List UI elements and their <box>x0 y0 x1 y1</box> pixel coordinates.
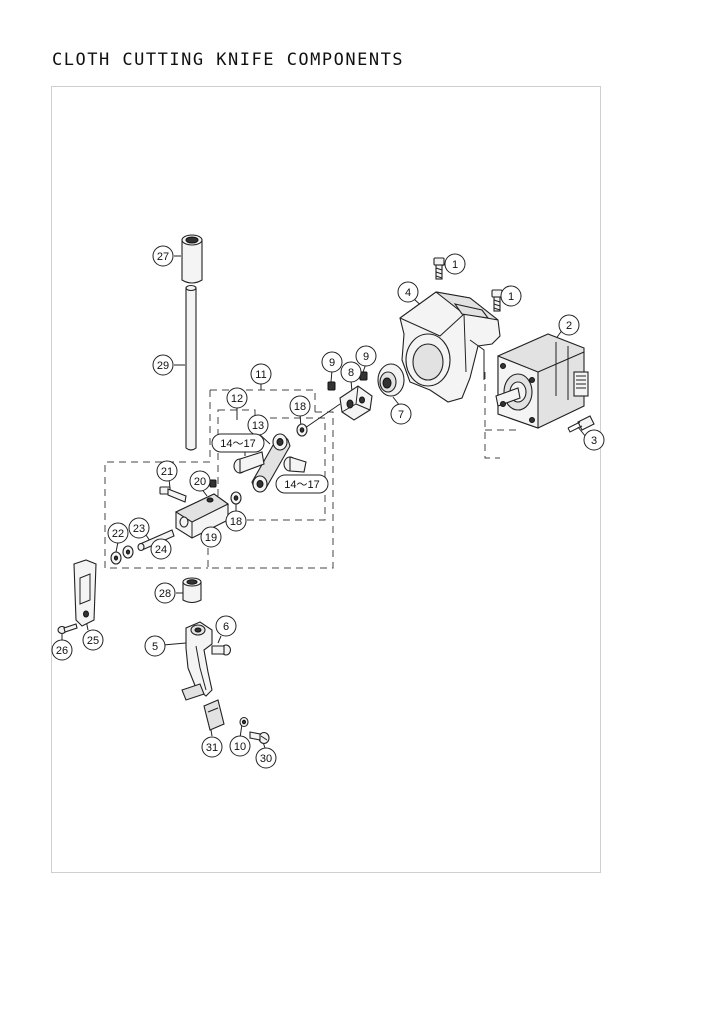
svg-text:20: 20 <box>194 476 206 488</box>
svg-text:14〜17: 14〜17 <box>284 479 319 491</box>
svg-text:13: 13 <box>252 420 264 432</box>
part-31-knife-blade <box>203 699 225 731</box>
svg-text:25: 25 <box>87 635 99 647</box>
callout-10: 10 <box>229 735 251 757</box>
svg-text:1: 1 <box>452 259 458 271</box>
callout-6: 6 <box>215 615 237 637</box>
part-5-knife-arm <box>181 621 213 701</box>
svg-text:4: 4 <box>405 287 411 299</box>
callout-11: 11 <box>250 363 272 385</box>
svg-text:2: 2 <box>566 320 572 332</box>
callout-27: 27 <box>152 245 174 267</box>
callout-14-17-a: 14〜17 <box>211 433 265 453</box>
svg-text:18: 18 <box>230 516 242 528</box>
part-13-link <box>251 433 291 493</box>
svg-text:8: 8 <box>348 367 354 379</box>
callout-9-b: 9 <box>355 345 377 367</box>
callout-8: 8 <box>340 361 362 383</box>
svg-text:23: 23 <box>133 523 145 535</box>
callout-19: 19 <box>200 526 222 548</box>
svg-text:22: 22 <box>112 528 124 540</box>
callout-28: 28 <box>154 582 176 604</box>
svg-text:19: 19 <box>205 532 217 544</box>
callout-9-a: 9 <box>321 351 343 373</box>
part-22-washer <box>110 551 122 565</box>
part-14-17-screw-a <box>233 451 265 474</box>
svg-text:5: 5 <box>152 641 158 653</box>
part-29-rod <box>185 284 197 451</box>
part-2-stepping-motor <box>495 333 589 429</box>
part-14-17-screw-b <box>283 456 307 473</box>
callout-2: 2 <box>558 314 580 336</box>
part-6-screw <box>211 644 232 656</box>
callout-4: 4 <box>397 281 419 303</box>
svg-text:7: 7 <box>398 409 404 421</box>
svg-text:11: 11 <box>255 369 266 381</box>
part-7-ring <box>377 363 405 397</box>
callout-1-b: 1 <box>500 285 522 307</box>
part-8-coupling <box>339 385 373 421</box>
svg-text:24: 24 <box>155 544 167 556</box>
part-26-screw <box>57 623 78 635</box>
part-10-washer <box>239 716 249 728</box>
part-23-washer <box>122 545 134 559</box>
svg-text:28: 28 <box>159 588 171 600</box>
callout-31: 31 <box>201 736 223 758</box>
part-1-screw-b <box>491 289 503 312</box>
callout-23: 23 <box>128 517 150 539</box>
callout-18-a: 18 <box>289 395 311 417</box>
svg-text:31: 31 <box>206 742 218 754</box>
callout-18-b: 18 <box>225 510 247 532</box>
part-20-set-screw <box>209 479 217 488</box>
part-21-bolt <box>159 486 187 503</box>
part-3-screw <box>567 415 595 433</box>
diagram-frame <box>51 86 601 873</box>
part-1-screw-a <box>433 257 445 280</box>
part-28-bushing <box>182 577 202 604</box>
callout-26: 26 <box>51 639 73 661</box>
svg-text:21: 21 <box>161 466 173 478</box>
part-25-side-plate <box>73 559 97 627</box>
part-9-set-screw-a <box>327 381 336 391</box>
part-30-screw <box>249 731 270 745</box>
part-18-washer-b <box>230 491 242 505</box>
svg-text:9: 9 <box>329 357 335 369</box>
callout-30: 30 <box>255 747 277 769</box>
callout-1-a: 1 <box>444 253 466 275</box>
part-4-motor-bracket <box>399 291 501 403</box>
svg-text:9: 9 <box>363 351 369 363</box>
callout-25: 25 <box>82 629 104 651</box>
svg-text:30: 30 <box>260 753 272 765</box>
callout-22: 22 <box>107 522 129 544</box>
part-18-washer-a <box>296 423 308 437</box>
page-title: CLOTH CUTTING KNIFE COMPONENTS <box>52 50 405 70</box>
callout-14-17-b: 14〜17 <box>275 474 329 494</box>
leader-lines <box>61 255 587 749</box>
svg-text:1: 1 <box>508 291 514 303</box>
part-27-sleeve <box>181 234 203 284</box>
callout-20: 20 <box>189 470 211 492</box>
callout-7: 7 <box>390 403 412 425</box>
svg-text:3: 3 <box>591 435 597 447</box>
svg-text:10: 10 <box>234 741 246 753</box>
callout-21: 21 <box>156 460 178 482</box>
callout-24: 24 <box>150 538 172 560</box>
svg-text:6: 6 <box>223 621 229 633</box>
callout-5: 5 <box>144 635 166 657</box>
svg-text:18: 18 <box>294 401 306 413</box>
callout-29: 29 <box>152 354 174 376</box>
svg-text:27: 27 <box>157 251 169 263</box>
callout-12: 12 <box>226 387 248 409</box>
svg-text:26: 26 <box>56 645 68 657</box>
callout-3: 3 <box>583 429 605 451</box>
svg-text:14〜17: 14〜17 <box>220 438 255 450</box>
svg-text:12: 12 <box>231 393 243 405</box>
callout-13: 13 <box>247 414 269 436</box>
svg-text:29: 29 <box>157 360 169 372</box>
